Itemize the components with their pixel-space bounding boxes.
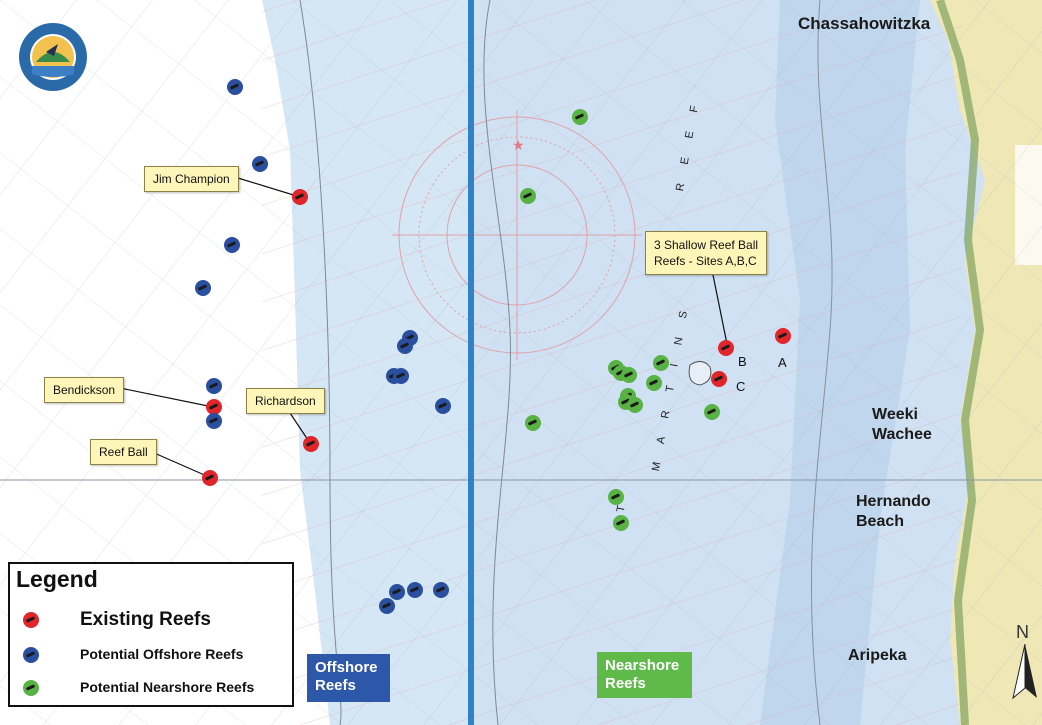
existing-reef-site-a[interactable] (775, 328, 791, 344)
offshore-reef-marker[interactable] (379, 598, 395, 614)
label-beach: Beach (856, 513, 905, 530)
offshore-reef-marker[interactable] (206, 378, 222, 394)
nearshore-box-line-2: Reefs (605, 675, 646, 692)
county-seal-logo (19, 23, 87, 91)
depth-contour-2 (483, 0, 511, 725)
callout-jim-champion: Jim Champion (144, 166, 239, 192)
callout-shallow-reef-ball: 3 Shallow Reef Ball Reefs - Sites A,B,C (645, 231, 768, 275)
legend-existing-marker (23, 612, 39, 628)
north-arrow: N (1012, 622, 1038, 702)
nearshore-reefs-box: Nearshore Reefs (597, 652, 692, 698)
offshore-reef-marker[interactable] (389, 584, 405, 600)
offshore-reef-marker[interactable] (433, 582, 449, 598)
nearshore-reef-marker[interactable] (525, 415, 541, 431)
callout-shallow-line-2: Reefs - Sites A,B,C (654, 254, 757, 268)
offshore-reef-marker[interactable] (224, 237, 240, 253)
offshore-reef-marker[interactable] (397, 338, 413, 354)
callout-reef-ball: Reef Ball (90, 439, 157, 465)
offshore-reef-marker[interactable] (195, 280, 211, 296)
nearshore-box-line-1: Nearshore (605, 657, 680, 674)
legend-label-existing: Existing Reefs (80, 609, 211, 630)
existing-reef-richardson[interactable] (303, 436, 319, 452)
legend-label-nearshore: Potential Nearshore Reefs (80, 679, 255, 695)
legend-title: Legend (16, 566, 98, 592)
star-mark: ★ (512, 138, 525, 154)
legend-row-nearshore: Potential Nearshore Reefs (10, 677, 292, 699)
offshore-reef-marker[interactable] (407, 582, 423, 598)
label-hernando: Hernando (856, 493, 931, 510)
legend-row-existing: Existing Reefs (10, 609, 292, 631)
legend: Legend Existing Reefs Potential Offshore… (8, 562, 294, 707)
label-weeki: Weeki (872, 406, 918, 423)
site-letter-b: B (738, 354, 747, 369)
nearshore-reef-marker[interactable] (572, 109, 588, 125)
nearshore-reef-marker[interactable] (520, 188, 536, 204)
label-wachee: Wachee (872, 426, 932, 443)
existing-reef-reef-ball[interactable] (202, 470, 218, 486)
offshore-reef-marker[interactable] (252, 156, 268, 172)
compass-rose (392, 110, 642, 360)
nearshore-reef-marker[interactable] (653, 355, 669, 371)
site-letter-a: A (778, 355, 787, 370)
callout-leaders (119, 177, 728, 478)
nearshore-reef-marker[interactable] (621, 367, 637, 383)
legend-offshore-marker (23, 647, 39, 663)
offshore-reef-marker[interactable] (435, 398, 451, 414)
label-hernando-beach: Hernando Beach (856, 492, 931, 532)
label-aripeka: Aripeka (848, 647, 907, 664)
offshore-reef-marker[interactable] (206, 413, 222, 429)
site-letter-c: C (736, 379, 746, 394)
label-weeki-wachee: Weeki Wachee (872, 405, 932, 445)
offshore-reef-marker[interactable] (227, 79, 243, 95)
legend-label-offshore: Potential Offshore Reefs (80, 646, 244, 662)
offshore-box-line-1: Offshore (315, 659, 378, 676)
callout-richardson: Richardson (246, 388, 325, 414)
legend-nearshore-marker (23, 680, 39, 696)
callout-bendickson: Bendickson (44, 377, 125, 403)
existing-reef-jim-champion[interactable] (292, 189, 308, 205)
callout-shallow-line-1: 3 Shallow Reef Ball (654, 238, 759, 252)
nearshore-reef-marker[interactable] (608, 489, 624, 505)
nearshore-reef-marker[interactable] (613, 515, 629, 531)
offshore-reef-marker[interactable] (393, 368, 409, 384)
depth-contour-3 (810, 0, 833, 725)
label-chassahowitzka: Chassahowitzka (798, 14, 931, 33)
nearshore-reef-marker[interactable] (704, 404, 720, 420)
offshore-reefs-box: Offshore Reefs (307, 654, 390, 702)
nearshore-reef-marker[interactable] (646, 375, 662, 391)
nearshore-reef-marker[interactable] (627, 397, 643, 413)
legend-row-offshore: Potential Offshore Reefs (10, 644, 292, 666)
existing-reef-site-c[interactable] (711, 371, 727, 387)
shoal (688, 361, 712, 386)
north-label: N (1016, 622, 1029, 642)
existing-reef-bendickson[interactable] (206, 399, 222, 415)
existing-reef-site-b[interactable] (718, 340, 734, 356)
zone-divider (468, 0, 474, 725)
offshore-box-line-2: Reefs (315, 677, 356, 694)
north-arrow-icon (1012, 644, 1037, 700)
